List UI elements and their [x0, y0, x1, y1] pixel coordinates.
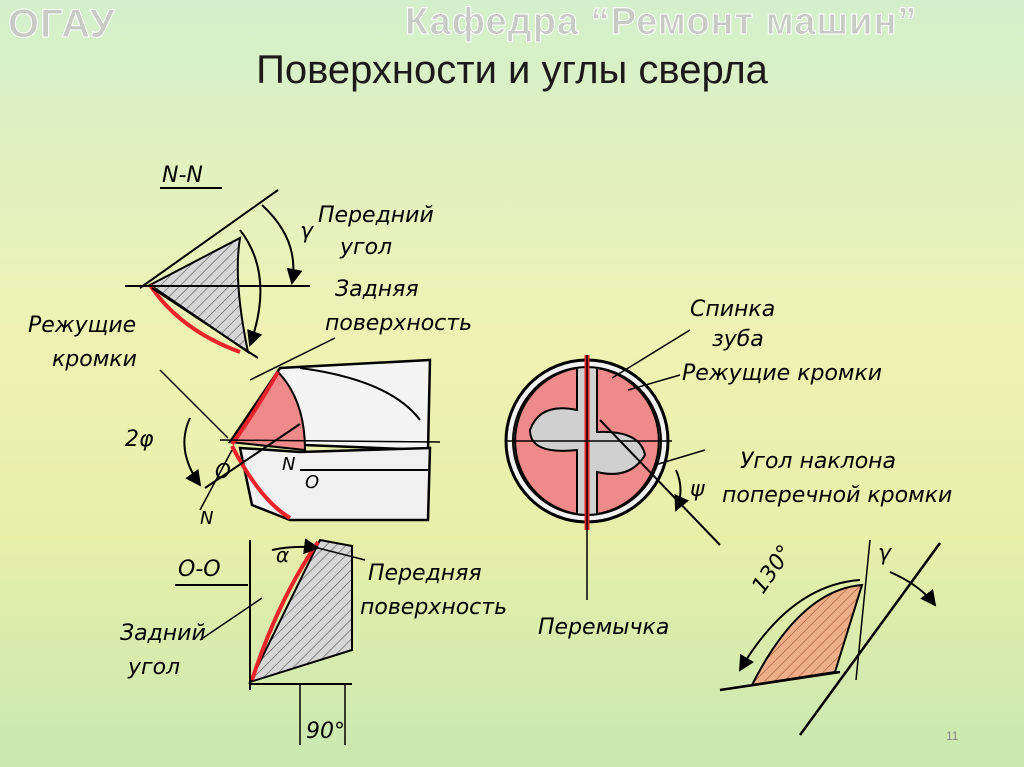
label-deg-130: 130°	[747, 541, 798, 599]
label-cutting-edges-1: Режущие	[28, 313, 136, 338]
label-back-surface-2: поверхность	[325, 311, 472, 336]
label-gamma-top: γ	[300, 219, 314, 244]
label-front-angle-1: Передний	[318, 203, 434, 228]
label-back-angle-1: Задний	[120, 621, 206, 646]
label-point-o2: O	[305, 472, 319, 493]
header-department: Кафедра “Ремонт машин”	[404, 1, 918, 44]
slide-title: Поверхности и углы сверла	[256, 48, 768, 92]
label-tooth-back-2: зуба	[712, 327, 764, 352]
label-back-surface-1: Задняя	[335, 277, 419, 302]
label-tooth-back-1: Спинка	[690, 297, 775, 322]
label-section-oo: O-O	[178, 557, 221, 582]
label-alpha: α	[276, 543, 289, 567]
drill-body	[159, 337, 441, 522]
label-point-n: N	[282, 454, 295, 475]
tip-angle-view	[719, 539, 942, 736]
label-cross-edge-1: Угол наклона	[740, 449, 896, 474]
label-cross-edge-2: поперечной кромки	[722, 483, 952, 508]
label-cutting-edges-right: Режущие кромки	[682, 361, 882, 386]
label-cutting-edges-2: кромки	[52, 347, 137, 372]
label-web: Перемычка	[538, 615, 669, 640]
end-view	[504, 329, 721, 600]
section-oo	[175, 538, 366, 745]
label-gamma-right: γ	[878, 541, 892, 566]
label-back-angle-2: угол	[127, 655, 180, 680]
section-nn	[125, 189, 310, 359]
label-section-nn: N-N	[162, 163, 203, 188]
label-point-n2: N	[200, 508, 213, 529]
label-front-surface-2: поверхность	[360, 595, 507, 620]
page-number: 11	[946, 729, 959, 743]
label-front-angle-2: угол	[339, 235, 392, 260]
label-point-o: O	[215, 459, 231, 483]
header-org: ОГАУ	[8, 2, 116, 47]
label-deg-90: 90°	[306, 719, 345, 744]
label-two-phi: 2φ	[125, 427, 154, 452]
label-front-surface-1: Передняя	[368, 561, 482, 586]
label-psi: ψ	[690, 477, 705, 502]
